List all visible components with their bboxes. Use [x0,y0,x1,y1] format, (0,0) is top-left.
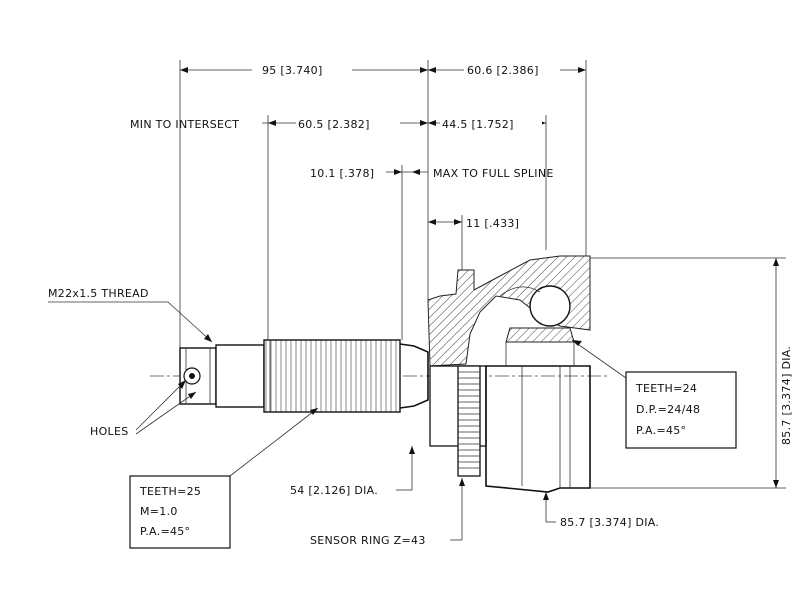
shaft-neck [399,343,429,409]
sensor-ring-label: SENSOR RING Z=43 [310,534,426,547]
dim-85-7-right-label: 85.7 [3.374] DIA. [780,346,793,445]
left-box-line1: TEETH=25 [139,485,201,498]
dim-60-6-label: 60.6 [2.386] [467,64,539,77]
max-to-full-spline-label: MAX TO FULL SPLINE [433,167,554,180]
dimension-54 [396,446,415,491]
left-teeth-box [129,407,319,549]
dimension-85-7-right [590,257,786,489]
dimension-10-1 [386,165,428,340]
dim-10-1-label: 10.1 [.378] [310,167,374,180]
dimension-11 [428,215,463,270]
right-teeth-box [571,339,737,449]
thread-label: M22x1.5 THREAD [48,287,149,300]
right-box-line2: D.P.=24/48 [636,403,700,416]
left-box-line2: M=1.0 [140,505,178,518]
dim-85-7-bottom-label: 85.7 [3.374] DIA. [560,516,659,529]
dim-44-5-label: 44.5 [1.752] [442,118,514,131]
dimension-85-7-bottom [543,492,556,523]
dimension-60-5 [262,115,428,340]
dim-11-label: 11 [.433] [466,217,519,230]
left-box-line3: P.A.=45° [140,525,190,538]
dim-60-5-label: 60.5 [2.382] [298,118,370,131]
shaft-spline [263,339,401,413]
sensor-ring-leader [450,478,465,541]
thread-end [179,344,265,408]
bell-housing [427,255,591,367]
min-to-intersect-label: MIN TO INTERSECT [130,118,239,131]
dim-95-label: 95 [3.740] [262,64,323,77]
dim-54-label: 54 [2.126] DIA. [290,484,378,497]
holes-leaders [135,379,197,435]
right-box-line3: P.A.=45° [636,424,686,437]
right-box-line1: TEETH=24 [635,382,697,395]
sensor-ring [457,365,481,477]
thread-leader [48,301,213,343]
holes-label: HOLES [90,425,129,438]
